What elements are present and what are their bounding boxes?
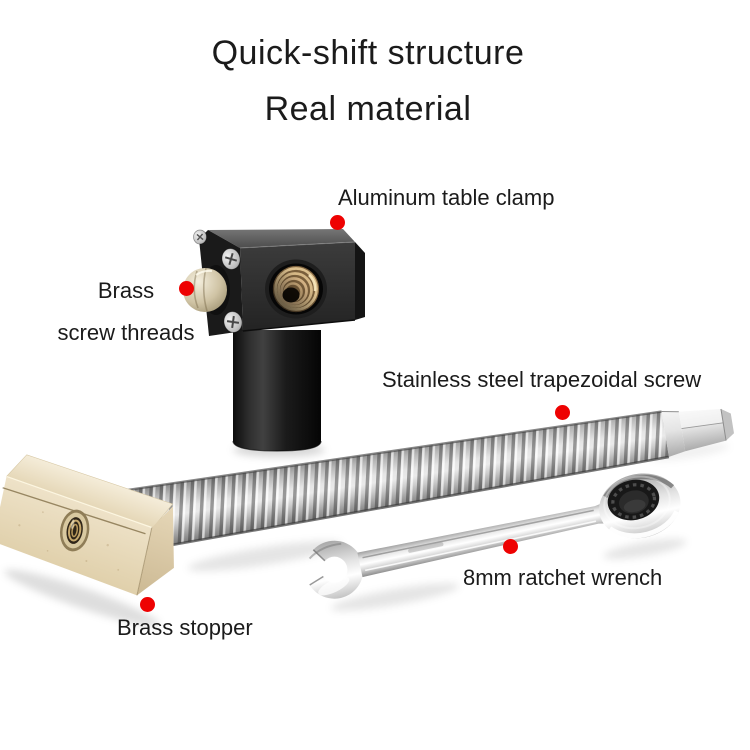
trapezoidal-screw-photo (123, 408, 734, 554)
wrench-open-end (308, 540, 364, 599)
callout-dot-wrench (503, 539, 518, 554)
callout-dot-brass-threads (179, 281, 194, 296)
wrench-engraving-mark (408, 542, 444, 553)
stopper-speckles (18, 511, 120, 571)
callout-label-brass-threads-line2: screw threads (57, 320, 195, 345)
callout-dot-stopper (140, 597, 155, 612)
clamp-top-face (208, 229, 355, 248)
callout-label-screw: Stainless steel trapezoidal screw (382, 367, 702, 392)
clamp-screw-bottom (223, 311, 243, 333)
stopper-end-face (136, 506, 174, 596)
clamp-screw-corner (193, 229, 207, 245)
page-title: Quick-shift structure (211, 34, 525, 72)
callout-dot-clamp (330, 215, 345, 230)
aluminum-table-clamp-photo (183, 229, 365, 452)
callout-dot-screw (555, 405, 570, 420)
callout-label-brass-threads-line1: Brass (97, 278, 155, 303)
screw-collar (661, 411, 686, 457)
wrench-ratchet-ring (599, 473, 681, 539)
clamp-cylinder (233, 330, 321, 451)
screw-thread-texture (123, 411, 669, 552)
ratchet-wrench-photo (308, 473, 681, 599)
callout-label-clamp: Aluminum table clamp (338, 185, 555, 210)
clamp-threaded-hole (265, 259, 327, 319)
screw-hex-end (678, 408, 734, 452)
callout-label-wrench: 8mm ratchet wrench (463, 565, 663, 590)
brass-stopper-photo (0, 454, 174, 596)
brass-screw-tip-photo (183, 265, 230, 315)
wrench-spline-teeth (611, 483, 657, 519)
callout-label-stopper: Brass stopper (117, 615, 253, 640)
clamp-screw-top (221, 248, 241, 270)
page-subtitle: Real material (264, 90, 472, 128)
stopper-threaded-hole (59, 509, 90, 552)
wrench-handle (357, 497, 621, 578)
